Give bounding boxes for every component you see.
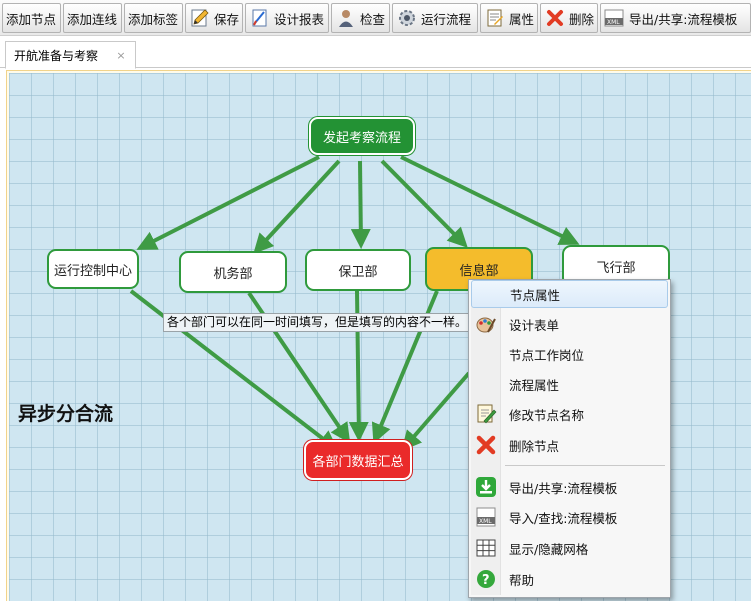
design-report-icon: [249, 7, 271, 29]
node-security[interactable]: 保卫部: [305, 249, 411, 291]
gear-icon: [396, 7, 418, 29]
tab-label: 开航准备与考察: [14, 48, 99, 63]
edit-doc-icon: [471, 400, 501, 428]
node-maintenance-label: 机务部: [213, 266, 253, 282]
node-start[interactable]: 发起考察流程: [309, 117, 415, 155]
close-icon[interactable]: ×: [116, 49, 126, 62]
palette-icon: [471, 310, 501, 338]
node-summary[interactable]: 各部门数据汇总: [304, 440, 412, 480]
node-flight-label: 飞行部: [596, 260, 636, 276]
save-label: 保存: [214, 11, 240, 27]
add-line-button[interactable]: 添加连线: [63, 3, 122, 33]
design-report-button[interactable]: 设计报表: [245, 3, 329, 33]
add-node-label: 添加节点: [6, 11, 57, 27]
context-menu: 节点属性 设计表单 节点工作岗位 流程属性 修改节点名称 删除节点 导出/共享:…: [468, 279, 671, 598]
grid-icon: [471, 534, 501, 562]
check-label: 检查: [360, 11, 386, 27]
green-download-icon: [471, 473, 501, 501]
menu-item-toggle-grid[interactable]: 显示/隐藏网格: [471, 534, 668, 562]
svg-text:?: ?: [482, 573, 490, 588]
menu-item-help[interactable]: ? 帮助: [471, 565, 668, 593]
add-label-label: 添加标签: [128, 11, 179, 27]
menu-item-node-job-post[interactable]: 节点工作岗位: [471, 340, 668, 368]
menu-item-flow-properties[interactable]: 流程属性: [471, 370, 668, 398]
run-flow-label: 运行流程: [421, 11, 472, 27]
menu-item-rename-node[interactable]: 修改节点名称: [471, 400, 668, 428]
delete-label: 删除: [569, 11, 595, 27]
node-start-label: 发起考察流程: [322, 130, 401, 146]
node-ops-control-label: 运行控制中心: [53, 263, 132, 279]
blank-icon: [471, 340, 501, 368]
menu-item-export-template[interactable]: 导出/共享:流程模板: [471, 473, 668, 501]
blank-icon: [472, 280, 502, 308]
menu-item-delete-node[interactable]: 删除节点: [471, 431, 668, 459]
export-share-label: 导出/共享:流程模板: [629, 11, 738, 27]
menu-separator: [505, 465, 665, 466]
node-ops-control[interactable]: 运行控制中心: [47, 249, 139, 289]
node-maintenance[interactable]: 机务部: [179, 251, 287, 293]
properties-button[interactable]: 属性: [480, 3, 538, 33]
blank-icon: [471, 370, 501, 398]
edge-start-to-it[interactable]: [380, 159, 468, 248]
add-line-label: 添加连线: [67, 11, 118, 27]
export-share-button[interactable]: XML 导出/共享:流程模板: [600, 3, 751, 33]
run-flow-button[interactable]: 运行流程: [392, 3, 478, 33]
menu-item-node-properties[interactable]: 节点属性: [471, 280, 668, 308]
edge-start-to-maintenance[interactable]: [253, 159, 341, 254]
save-button[interactable]: 保存: [185, 3, 243, 33]
menu-item-design-form[interactable]: 设计表单: [471, 310, 668, 338]
add-label-button[interactable]: 添加标签: [124, 3, 183, 33]
node-security-label: 保卫部: [338, 264, 378, 280]
svg-text:XML: XML: [479, 518, 492, 525]
design-report-label: 设计报表: [274, 11, 325, 27]
xml-icon: XML: [471, 503, 501, 531]
toolbar: 添加节点 添加连线 添加标签 保存 设计报表 检查 运行流程 属性 删除 XML…: [0, 0, 751, 36]
check-button[interactable]: 检查: [331, 3, 390, 33]
user-check-icon: [335, 7, 357, 29]
edge-flight-to-summary[interactable]: [401, 371, 471, 452]
edge-start-to-flight[interactable]: [400, 155, 580, 245]
properties-icon: [484, 7, 506, 29]
tab-bar: 开航准备与考察 ×: [0, 37, 751, 69]
svg-text:XML: XML: [607, 19, 620, 26]
save-icon: [189, 7, 211, 29]
edge-start-to-security[interactable]: [350, 160, 371, 249]
add-node-button[interactable]: 添加节点: [2, 3, 61, 33]
tab-flow-editor[interactable]: 开航准备与考察 ×: [5, 41, 136, 69]
delete-button[interactable]: 删除: [540, 3, 598, 33]
menu-item-import-template[interactable]: XML 导入/查找:流程模板: [471, 503, 668, 531]
node-it-label: 信息部: [459, 263, 499, 279]
edge-start-to-ops-control[interactable]: [136, 155, 320, 250]
delete-icon: [544, 7, 566, 29]
edge-note-label[interactable]: 各个部门可以在同一时间填写，但是填写的内容不一样。: [163, 313, 472, 332]
node-summary-label: 各部门数据汇总: [312, 454, 404, 470]
help-icon: ?: [471, 565, 501, 593]
red-x-icon: [471, 431, 501, 459]
lane-title[interactable]: 异步分合流: [18, 403, 114, 425]
properties-label: 属性: [509, 11, 535, 27]
xml-icon: XML: [604, 7, 626, 29]
